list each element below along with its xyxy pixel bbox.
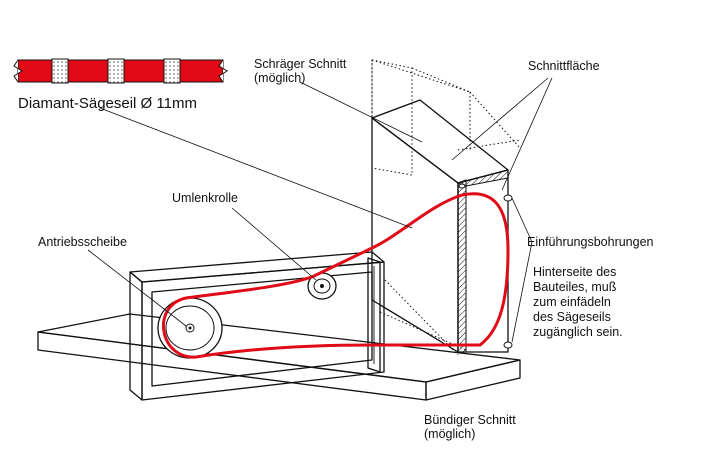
deflection-pulley-label: Umlenkrolle: [172, 191, 238, 205]
flush-cut-label-line1: Bündiger Schnitt: [424, 413, 516, 427]
note-line2: Bauteiles, muß: [533, 280, 617, 294]
note-line3: zum einfädeln: [533, 295, 611, 309]
note-line1: Hinterseite des: [533, 265, 616, 279]
concrete-wall: [371, 59, 521, 356]
leader-lines: [87, 77, 553, 343]
rope-legend: Diamant-Sägeseil Ø 11mm: [13, 58, 228, 112]
oblique-cut-label-line1: Schräger Schnitt: [254, 57, 347, 71]
drive-pulley-label: Antriebsscheibe: [38, 235, 127, 249]
drive-pulley: [157, 297, 223, 359]
rope-legend-title: Diamant-Sägeseil Ø 11mm: [18, 95, 197, 112]
note-line4: des Sägeseils: [533, 310, 611, 324]
note-line5: zugänglich sein.: [533, 325, 623, 339]
base-plate: [37, 313, 521, 401]
entry-hole-bottom: [503, 341, 513, 349]
flush-cut-label-line2: (möglich): [424, 427, 475, 441]
cut-surface-label: Schnittfläche: [528, 59, 600, 73]
entry-holes-label: Einführungsbohrungen: [527, 235, 654, 249]
rope-sample-graphic: [13, 58, 228, 84]
entry-hole-top: [503, 194, 513, 202]
diamond-wire-rope: [162, 192, 510, 359]
oblique-cut-label-line2: (möglich): [254, 71, 305, 85]
